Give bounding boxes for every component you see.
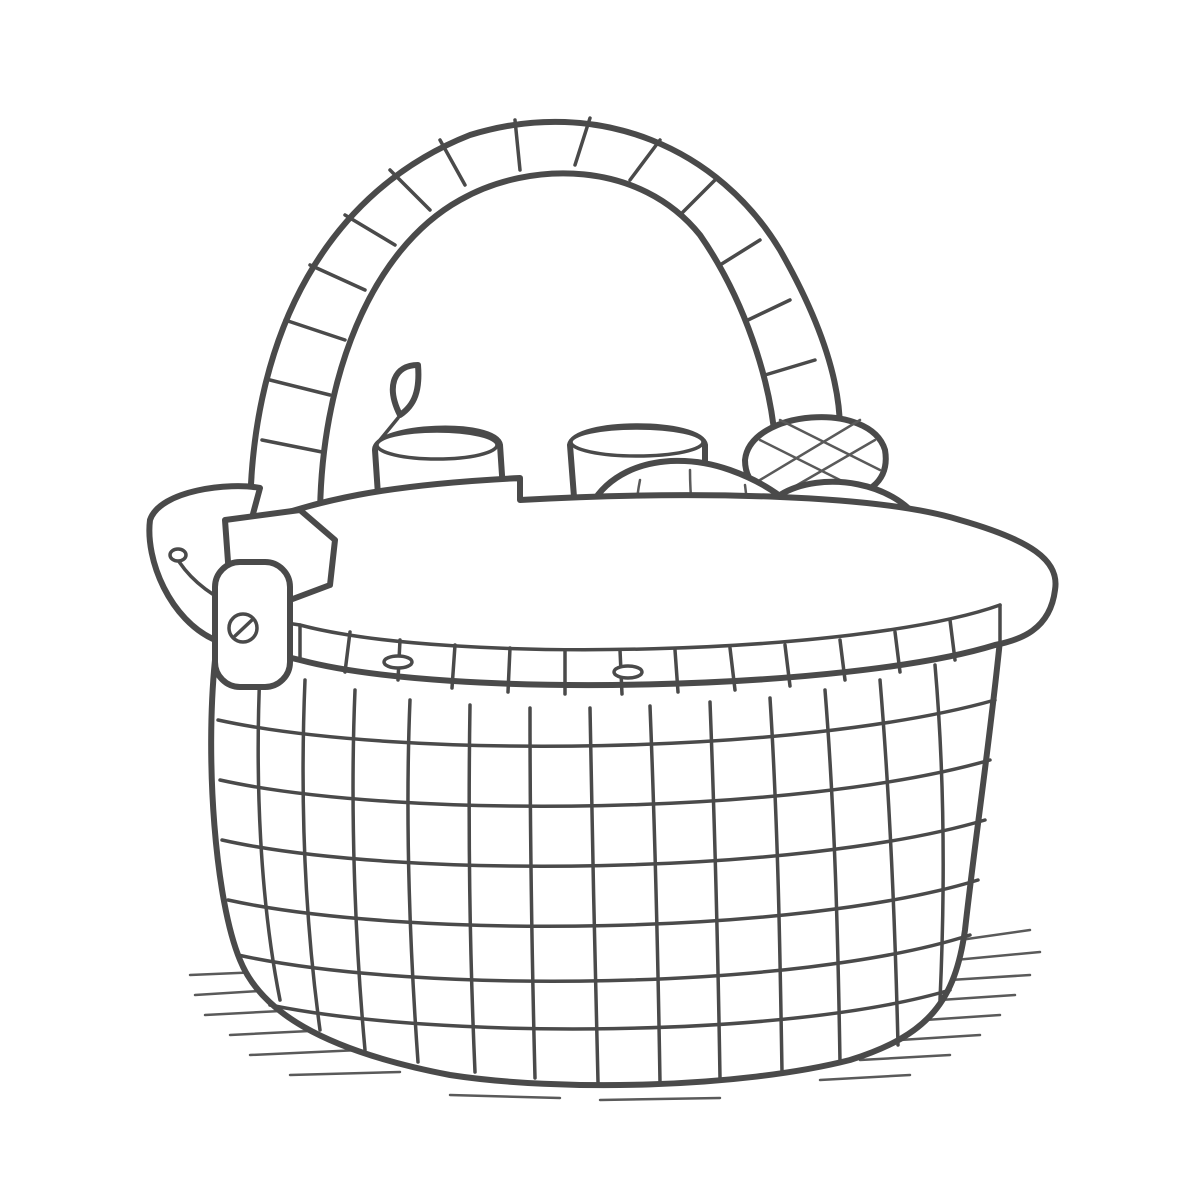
- basket-body: [208, 637, 1003, 1089]
- handle-buckle: [212, 507, 338, 690]
- leaf: [389, 362, 422, 418]
- basket-handle: [247, 116, 843, 523]
- handle-wrap-marks: [260, 116, 817, 454]
- ground-shadow-hatching: [188, 928, 1042, 1102]
- weave-horizontal: [216, 698, 997, 1031]
